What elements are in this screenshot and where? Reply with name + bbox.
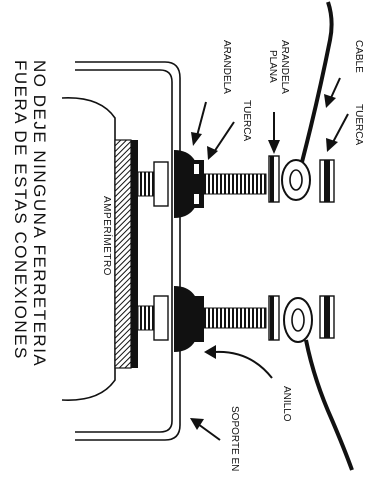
ammeter-label: AMPERÍMETRO xyxy=(101,196,114,276)
arrow-ring xyxy=(213,350,273,379)
warning-line-1: NO DEJE NINGUNA FERRETERIA xyxy=(30,60,49,367)
label-flat-washer-1: ARANDELA xyxy=(279,40,290,94)
terminal-bottom xyxy=(137,286,267,352)
hardware-top xyxy=(268,1,335,203)
arrow-nut-outer xyxy=(331,113,349,145)
stud-bottom xyxy=(203,307,267,329)
stud-top xyxy=(203,173,267,195)
arrow-support xyxy=(197,423,221,441)
arrow-nut-inner xyxy=(213,121,235,153)
ammeter-flange xyxy=(114,139,132,369)
pointer-arrows xyxy=(190,77,349,441)
nut-inner-bottom xyxy=(192,296,204,342)
warning-line-2: FUERA DE ESTAS CONEXIONES xyxy=(11,60,30,360)
label-washer: ARANDELA xyxy=(221,40,232,94)
label-support: SOPORTE EN xyxy=(229,406,240,471)
label-nut-inner: TUERCA xyxy=(241,100,252,141)
arrow-cable xyxy=(329,77,341,101)
arrow-washer xyxy=(196,101,207,137)
hardware-bottom xyxy=(268,295,354,471)
label-nut-outer: TUERCA xyxy=(353,104,364,145)
label-cable: CABLE xyxy=(353,40,364,73)
label-ring: ANILLO xyxy=(281,386,292,422)
cable-bottom xyxy=(304,339,354,471)
mounting-bracket xyxy=(75,61,181,441)
terminal-top xyxy=(137,150,267,218)
ammeter-flange-edge xyxy=(131,140,138,368)
ammeter-body xyxy=(61,97,138,401)
cable-top xyxy=(300,1,334,163)
label-flat-washer-2: PLANA xyxy=(267,50,278,83)
